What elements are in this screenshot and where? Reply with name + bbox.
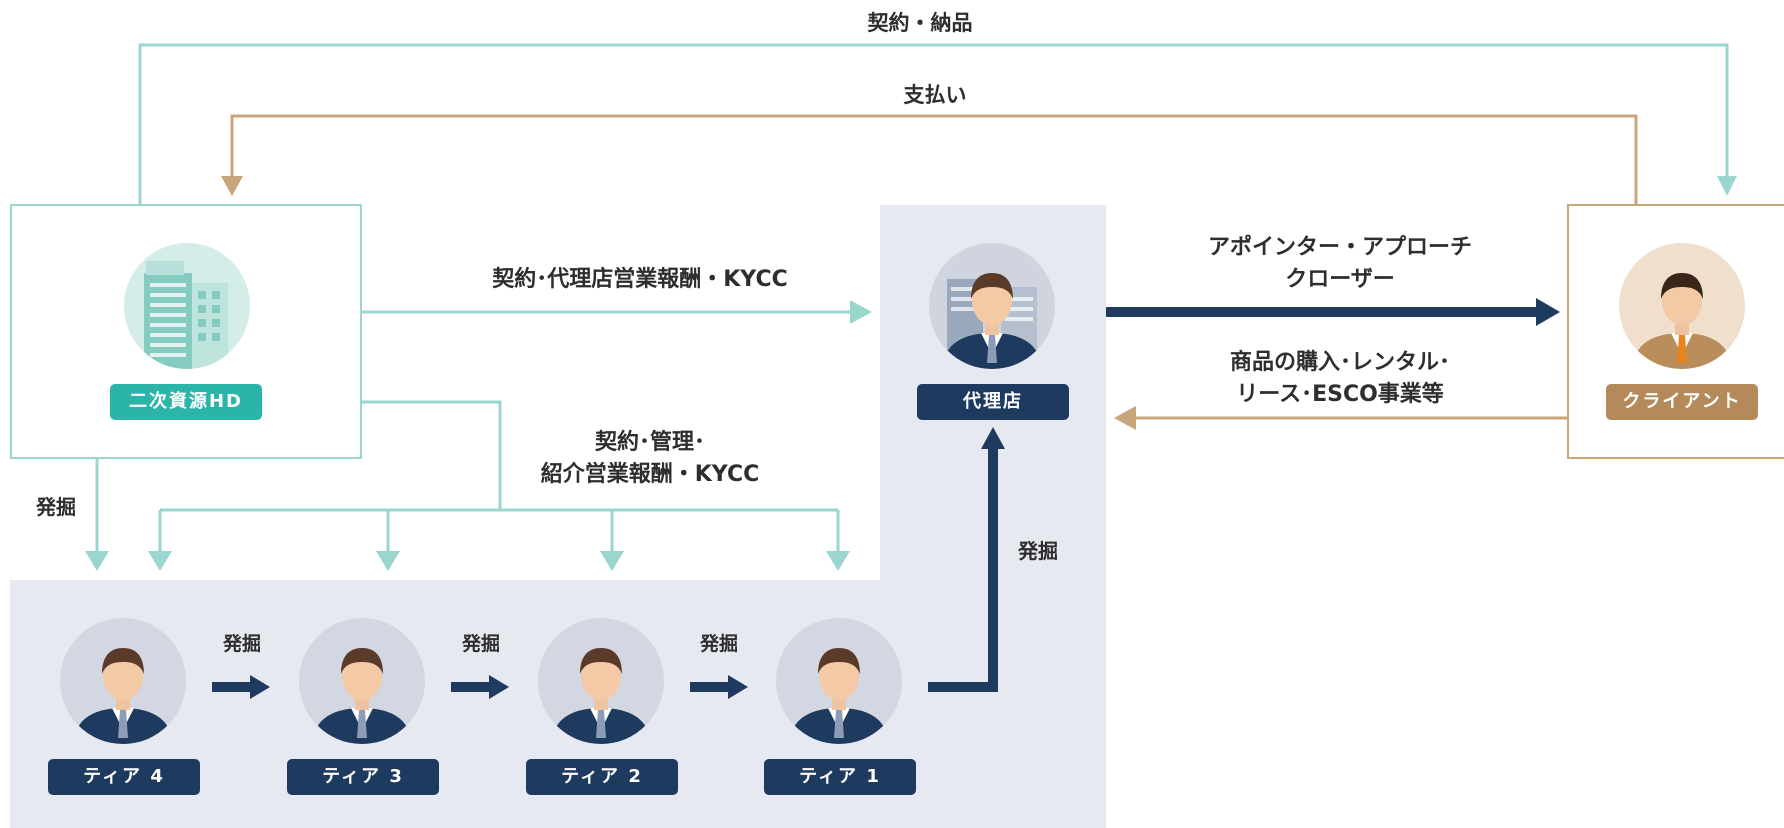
label-tier4-to-tier3: 発掘 xyxy=(222,633,261,655)
label-hd-to-tiers: 契約･管理･ 紹介営業報酬・KYCC xyxy=(505,427,795,491)
tier-3-person-icon xyxy=(299,618,425,744)
edge-tier3-to-tier2 xyxy=(451,675,509,699)
tier-2-person-icon xyxy=(538,618,664,744)
client-node-label: クライアント xyxy=(1606,384,1758,420)
label-agency-to-client-line-2: クローザー xyxy=(1285,267,1395,292)
client-node-box xyxy=(1567,204,1784,459)
tier-1-label: ティア 1 xyxy=(764,759,916,795)
tier-4-person-icon xyxy=(60,618,186,744)
label-agency-to-client: アポインター・アプローチ クローザー xyxy=(1175,232,1505,296)
label-client-to-agency: 商品の購入･レンタル･ リース･ESCO事業等 xyxy=(1190,347,1490,411)
label-tier2-to-tier1: 発掘 xyxy=(699,633,738,655)
edge-hd-to-tiers xyxy=(148,400,850,571)
edge-contract-delivery xyxy=(138,43,1737,204)
label-contract-delivery: 契約・納品 xyxy=(867,11,973,35)
building-icon xyxy=(124,243,250,369)
label-hd-to-tiers-line-2: 紹介営業報酬・KYCC xyxy=(540,462,760,487)
label-agency-to-client-line-1: アポインター・アプローチ xyxy=(1207,235,1472,260)
hd-node-box xyxy=(10,204,362,459)
edge-client-to-agency xyxy=(1114,406,1567,430)
edge-hd-to-agency xyxy=(362,300,872,324)
label-client-to-agency-line-2: リース･ESCO事業等 xyxy=(1236,382,1444,407)
label-hd-to-agency: 契約･代理店営業報酬・KYCC xyxy=(492,267,788,292)
label-hd-discover: 発掘 xyxy=(36,495,76,519)
edge-agency-to-client xyxy=(1106,298,1560,326)
label-payment: 支払い xyxy=(903,83,967,107)
label-tier3-to-tier2: 発掘 xyxy=(461,633,500,655)
tier-1-person-icon xyxy=(776,618,902,744)
edge-tier1-to-agency xyxy=(928,427,1005,692)
label-tier1-to-agency: 発掘 xyxy=(1018,539,1058,563)
label-hd-to-tiers-line-1: 契約･管理･ xyxy=(594,430,705,455)
tier-3-label: ティア 3 xyxy=(287,759,439,795)
agency-node-label: 代理店 xyxy=(917,384,1069,420)
edge-tier4-to-tier3 xyxy=(212,675,270,699)
tier-4-label: ティア 4 xyxy=(48,759,200,795)
agent-person-icon xyxy=(929,243,1055,369)
edge-payment xyxy=(221,114,1638,204)
edge-tier2-to-tier1 xyxy=(690,675,748,699)
tier-2-label: ティア 2 xyxy=(526,759,678,795)
hd-node-label: 二次資源HD xyxy=(110,384,262,420)
edge-hd-discover xyxy=(85,459,109,571)
label-client-to-agency-line-1: 商品の購入･レンタル･ xyxy=(1229,350,1450,375)
client-person-icon xyxy=(1619,243,1745,369)
